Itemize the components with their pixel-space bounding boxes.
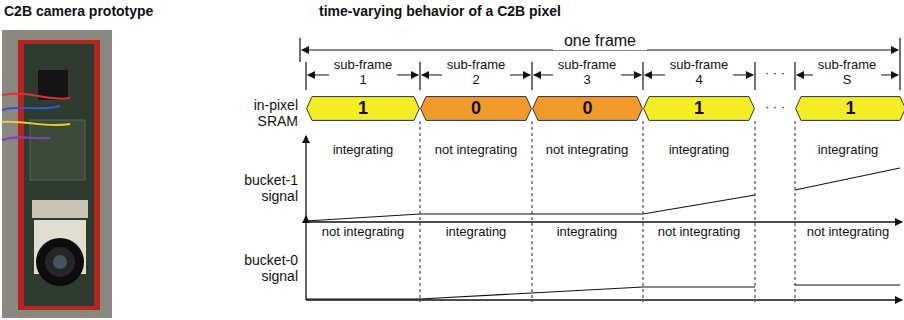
state-label: not integrating (422, 143, 530, 158)
signal-curves (306, 168, 900, 299)
subframe-label: sub-frame 2 (442, 58, 510, 88)
bit-value: 1 (306, 96, 420, 121)
sram-band: 0 (420, 96, 532, 121)
state-label: integrating (309, 143, 417, 158)
state-label: not integrating (533, 143, 641, 158)
camera-photo (2, 30, 112, 318)
state-label: integrating (645, 143, 753, 158)
boundary-lines (420, 121, 795, 302)
bit-value: 0 (420, 96, 532, 121)
ellipsis: · · · (758, 100, 792, 115)
ellipsis: · · · (758, 66, 792, 81)
row-label: in-pixel SRAM (236, 97, 298, 129)
sram-band: 1 (306, 96, 420, 121)
row-label: bucket-0 signal (236, 252, 298, 284)
subframe-label: sub-frame 4 (665, 58, 733, 88)
subframe-label: sub-frame 3 (553, 58, 621, 88)
subframe-label: sub-frame 1 (329, 58, 397, 88)
bit-value: 0 (532, 96, 643, 121)
heading: time-varying behavior of a C2B pixel (290, 3, 590, 19)
subframe-label: sub-frame S (813, 58, 881, 88)
state-label: integrating (422, 225, 530, 240)
heading: C2B camera prototype (4, 3, 204, 19)
bit-value: 1 (795, 96, 904, 121)
state-label: not integrating (645, 225, 753, 240)
state-label: not integrating (309, 225, 417, 240)
state-label: integrating (796, 143, 900, 158)
bit-value: 1 (643, 96, 755, 121)
state-label: not integrating (796, 225, 900, 240)
sram-band: 1 (795, 96, 904, 121)
sram-band: 0 (532, 96, 643, 121)
sram-band: 1 (643, 96, 755, 121)
dimension-label: one frame (553, 32, 647, 50)
row-label: bucket-1 signal (236, 172, 298, 204)
signal-axes (306, 136, 902, 300)
state-label: integrating (533, 225, 641, 240)
